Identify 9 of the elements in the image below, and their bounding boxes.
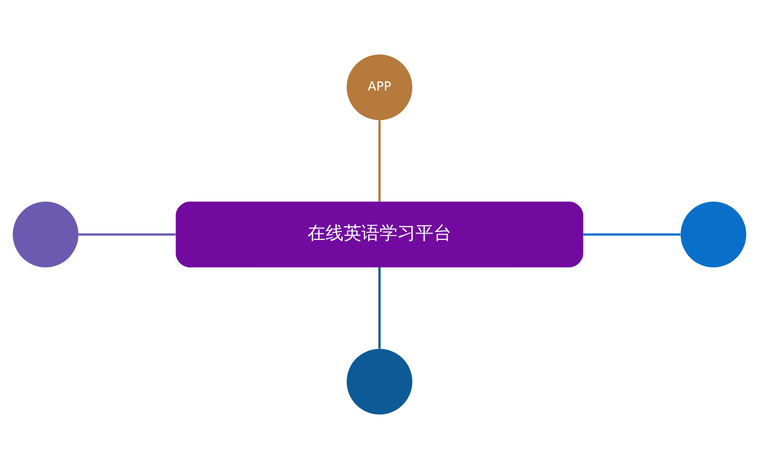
node-circle (680, 202, 746, 268)
connector (583, 233, 680, 236)
connector (78, 233, 176, 236)
connector (378, 267, 381, 349)
node-circle: APP (346, 54, 412, 120)
node-box: 在线英语学习平台 (176, 202, 584, 268)
node-circle (12, 202, 78, 268)
connector (378, 120, 381, 202)
node-circle (346, 348, 412, 414)
